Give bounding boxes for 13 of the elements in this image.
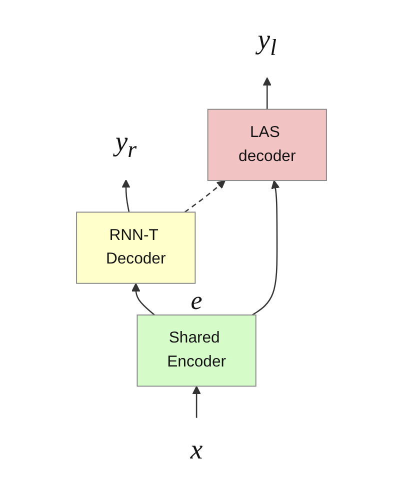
arrow (252, 180, 280, 316)
variable-label: e (190, 288, 204, 314)
arrow (132, 282, 155, 316)
node-box: RNN-T Decoder (76, 212, 196, 284)
node-text: x (190, 434, 203, 466)
arrow (262, 77, 272, 110)
arrow (192, 386, 201, 418)
arrow (122, 179, 130, 212)
arrow (184, 180, 226, 213)
node-text: y$_{l}$ (258, 24, 276, 61)
node-text: y$_{r}$ (115, 126, 137, 164)
node-box: LAS decoder (207, 108, 327, 182)
node-box: Shared Encoder (136, 314, 256, 387)
